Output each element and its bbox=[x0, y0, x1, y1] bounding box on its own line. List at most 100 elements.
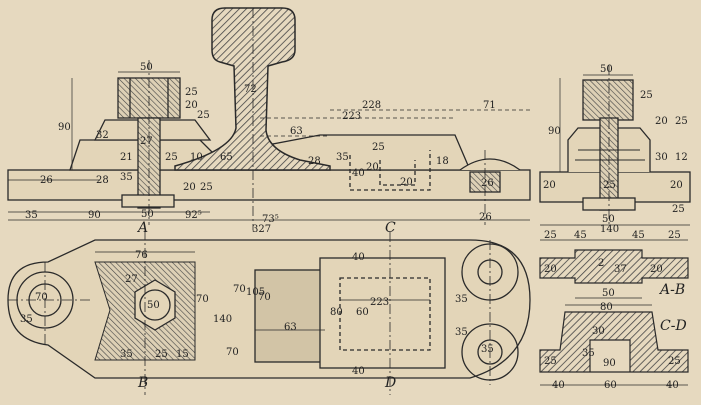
dim-label: 10 bbox=[190, 152, 203, 163]
section-cd bbox=[539, 304, 689, 386]
dim-label: 45 bbox=[632, 230, 645, 241]
dim-label: 25 bbox=[603, 180, 616, 191]
section-letter-a: A bbox=[136, 220, 148, 236]
base-plate bbox=[7, 169, 531, 201]
dim-label: 25 bbox=[197, 110, 210, 121]
dim-label: 25 bbox=[544, 230, 557, 241]
dim-label: 26 bbox=[40, 175, 53, 186]
dim-label: 60 bbox=[604, 380, 617, 391]
dim-label: 40 bbox=[552, 380, 565, 391]
dim-label: 37 bbox=[614, 264, 627, 275]
dim-label: 45 bbox=[574, 230, 587, 241]
dim-label: 25 bbox=[155, 349, 168, 360]
dim-label: 25 bbox=[668, 356, 681, 367]
dim-label: 40 bbox=[352, 366, 365, 377]
dim-label: 228 bbox=[362, 100, 381, 111]
dim-label: 223 bbox=[342, 111, 361, 122]
dim-label: 73⁵ bbox=[262, 214, 279, 225]
rail-seat-plan bbox=[254, 269, 326, 363]
section-letter-b: B bbox=[137, 375, 148, 391]
dim-label: 70 bbox=[233, 284, 246, 295]
dim-label: 26 bbox=[479, 212, 492, 223]
dim-label: 28 bbox=[96, 175, 109, 186]
dim-label: 35 bbox=[120, 172, 133, 183]
dim-label: 15 bbox=[176, 349, 189, 360]
dim-label: 65 bbox=[220, 152, 233, 163]
plan-view bbox=[7, 230, 531, 395]
dim-label: 80 bbox=[600, 302, 613, 313]
section-ab-title: A-B bbox=[658, 282, 685, 298]
dim-label: 50 bbox=[147, 300, 160, 311]
dim-label: 140 bbox=[213, 314, 232, 325]
dim-label: 35 bbox=[455, 294, 468, 305]
dim-label: 25 bbox=[668, 230, 681, 241]
dim-label: 40 bbox=[352, 168, 365, 179]
dim-label: 2 bbox=[598, 258, 604, 269]
dim-label: 35 bbox=[120, 349, 133, 360]
dim-label: 20 bbox=[366, 162, 379, 173]
dim-label: 25 bbox=[640, 90, 653, 101]
dim-label: 70 bbox=[196, 294, 209, 305]
dim-label: 20 bbox=[543, 180, 556, 191]
section-ab-labels: 25 45 45 25 20 2 37 20 50 A-B bbox=[544, 230, 685, 299]
dim-label: 35 bbox=[481, 344, 494, 355]
section-letter-d: D bbox=[384, 375, 396, 391]
dim-label: 25 bbox=[544, 356, 557, 367]
dim-label: 50 bbox=[602, 288, 615, 299]
dim-label: 50 bbox=[141, 209, 154, 220]
dim-label: 35 bbox=[455, 327, 468, 338]
dim-label: 12 bbox=[675, 152, 688, 163]
front-elevation bbox=[7, 7, 531, 230]
dim-label: 30 bbox=[592, 326, 605, 337]
dim-label: 35 bbox=[582, 348, 595, 359]
dim-label: 25 bbox=[672, 204, 685, 215]
dim-label: 18 bbox=[436, 156, 449, 167]
dim-label: 70 bbox=[258, 292, 271, 303]
dim-label: 25 bbox=[185, 87, 198, 98]
dim-label: 21 bbox=[120, 152, 133, 163]
dim-label: 40 bbox=[352, 252, 365, 263]
section-letter-c: C bbox=[385, 220, 396, 236]
dim-label: 140 bbox=[600, 224, 619, 235]
dim-label: 90 bbox=[603, 358, 616, 369]
side-nut bbox=[582, 79, 634, 121]
dim-label: 327 bbox=[252, 224, 271, 235]
dim-label: 27 bbox=[140, 136, 153, 147]
dim-label: 50 bbox=[140, 62, 153, 73]
section-ab bbox=[539, 239, 689, 299]
dim-label: 35 bbox=[25, 210, 38, 221]
dim-label: 223 bbox=[370, 297, 389, 308]
dim-label: 72 bbox=[244, 84, 257, 95]
dim-label: 35 bbox=[20, 314, 33, 325]
dim-label: 20 bbox=[544, 264, 557, 275]
dim-label: 27 bbox=[125, 274, 138, 285]
dim-label: 28 bbox=[308, 156, 321, 167]
dim-label: 70 bbox=[35, 292, 48, 303]
dim-label: 20 bbox=[183, 182, 196, 193]
dim-label: 20 bbox=[655, 116, 668, 127]
dim-label: 71 bbox=[483, 100, 496, 111]
front-dimension-labels: 50 25 20 25 90 72 228 223 71 63 32 27 25… bbox=[25, 62, 496, 235]
section-cd-labels: 80 25 35 30 25 90 40 60 40 C-D bbox=[544, 302, 687, 391]
side-elevation bbox=[539, 65, 691, 226]
dim-label: 20 bbox=[650, 264, 663, 275]
section-letters: A B C D bbox=[136, 220, 396, 391]
dim-label: 63 bbox=[284, 322, 297, 333]
dim-label: 63 bbox=[290, 126, 303, 137]
dim-label: 70 bbox=[226, 347, 239, 358]
dim-label: 20 bbox=[185, 100, 198, 111]
dim-label: 25 bbox=[372, 142, 385, 153]
dim-label: 76 bbox=[135, 250, 148, 261]
dim-label: 30 bbox=[655, 152, 668, 163]
dim-label: 50 bbox=[602, 214, 615, 225]
dim-label: 25 bbox=[675, 116, 688, 127]
dim-label: 20 bbox=[670, 180, 683, 191]
side-dimension-labels: 50 25 20 25 90 30 12 20 25 20 25 50 140 bbox=[543, 64, 688, 235]
dim-label: 40 bbox=[666, 380, 679, 391]
dim-label: 90 bbox=[88, 210, 101, 221]
dim-label: 25 bbox=[200, 182, 213, 193]
dim-label: 26 bbox=[481, 178, 494, 189]
section-cd-shape bbox=[539, 311, 689, 373]
rail-profile bbox=[174, 7, 331, 171]
